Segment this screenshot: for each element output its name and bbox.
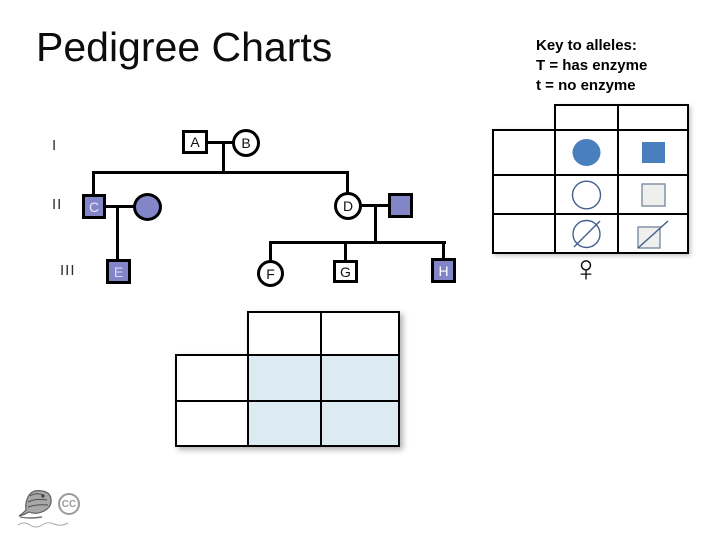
drop-line-d	[346, 171, 349, 193]
pedigree-member-D: D	[334, 192, 362, 220]
punnett-cell	[247, 400, 322, 447]
key-table-cell	[617, 129, 689, 176]
member-label-C: C	[88, 198, 100, 215]
member-label-G: G	[340, 263, 351, 280]
slashed-square-icon	[637, 219, 669, 249]
pedigree-member-E: E	[106, 259, 131, 284]
key-table-header-cell	[617, 104, 689, 131]
key-table-cell	[554, 213, 619, 254]
pedigree-member-C-partner	[133, 193, 162, 221]
member-label-F: F	[266, 265, 275, 282]
generation-label-II: II	[52, 196, 63, 213]
member-label-B: B	[241, 135, 251, 151]
chameleon-sketch-icon	[18, 490, 52, 519]
drop-line-f	[269, 241, 272, 261]
pedigree-member-G: G	[333, 260, 358, 283]
generation-label-III: III	[60, 262, 76, 279]
allele-key-line-1: Key to alleles:	[536, 37, 637, 54]
sibling-line-gen2	[93, 171, 349, 174]
punnett-row-header-cell	[175, 354, 249, 402]
punnett-cell	[320, 400, 400, 447]
key-table-cell	[554, 174, 619, 215]
couple-line-c	[104, 205, 135, 208]
drop-line-e	[116, 205, 119, 260]
page-title: Pedigree Charts	[36, 24, 333, 70]
open-circle-icon	[571, 179, 602, 210]
member-label-D: D	[342, 198, 354, 214]
key-table-cell	[617, 174, 689, 215]
pedigree-member-B: B	[232, 129, 260, 157]
pedigree-member-H: H	[431, 258, 456, 283]
drop-line-c	[92, 171, 95, 195]
key-table-header-cell	[554, 104, 619, 131]
couple-line-a-b	[206, 141, 234, 144]
member-label-E: E	[113, 263, 124, 280]
key-table-row-label-cell	[492, 174, 556, 215]
key-table-ghost-cell	[493, 105, 555, 130]
drop-line-g	[344, 241, 347, 261]
drop-line-h	[442, 241, 445, 259]
punnett-row-header-cell	[175, 400, 249, 447]
cc-license-icon: CC	[58, 493, 80, 515]
key-table-row-label-cell	[492, 129, 556, 176]
punnett-header-cell	[247, 311, 322, 356]
open-square-icon	[640, 182, 666, 207]
descent-line-d	[374, 204, 377, 244]
signature-scribble	[17, 522, 69, 528]
generation-label-I: I	[52, 137, 58, 154]
member-label-H: H	[438, 262, 449, 279]
key-table-cell	[617, 213, 689, 254]
allele-key-line-2: T = has enzyme	[536, 57, 648, 74]
cc-badge-label: CC	[61, 498, 77, 510]
filled-square-icon	[641, 142, 665, 163]
symbol-key-table	[492, 104, 689, 254]
punnett-cell	[320, 354, 400, 402]
allele-key-line-3: t = no enzyme	[536, 77, 636, 94]
pedigree-member-D-partner	[388, 193, 413, 218]
punnett-cell	[247, 354, 322, 402]
female-symbol: ♀	[572, 248, 600, 289]
slashed-circle-icon	[571, 219, 601, 249]
key-table-row-label-cell	[492, 213, 556, 254]
pedigree-member-F: F	[257, 260, 284, 287]
pedigree-member-A: A	[182, 130, 208, 154]
punnett-ghost-cell	[176, 312, 248, 355]
filled-circle-icon	[572, 139, 601, 166]
allele-key-text: Key to alleles: T = has enzyme t = no en…	[536, 36, 647, 96]
key-table-cell	[554, 129, 619, 176]
descent-line-ab	[222, 141, 225, 174]
punnett-header-cell	[320, 311, 400, 356]
sibling-line-gen3	[269, 241, 446, 244]
punnett-table	[175, 311, 400, 447]
pedigree-member-C: C	[82, 194, 106, 219]
attribution-logo: CC	[16, 486, 126, 532]
member-label-A: A	[190, 134, 200, 150]
